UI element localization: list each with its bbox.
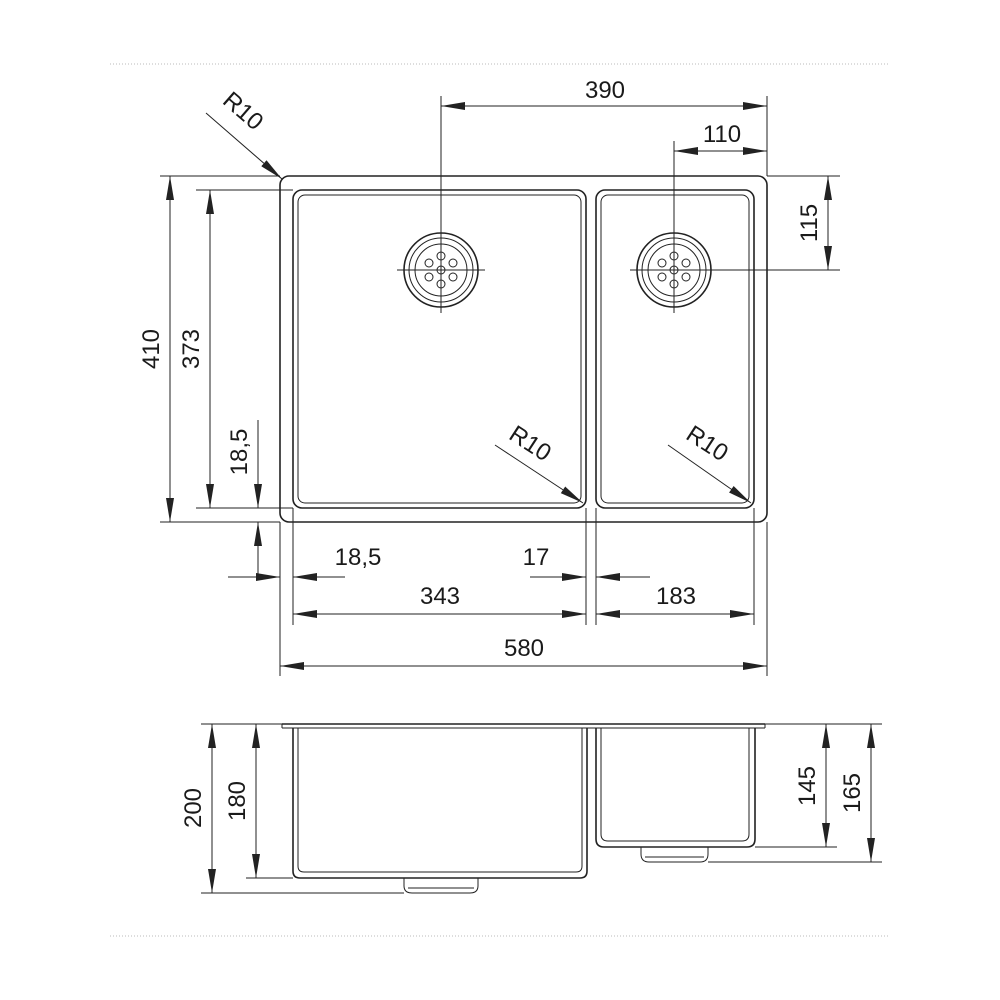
dim-580-label: 580 (504, 635, 544, 662)
small-drain-section (640, 847, 709, 863)
dim-410-label: 410 (138, 329, 165, 369)
dim-180-label: 180 (224, 781, 251, 821)
dim-110-label: 110 (703, 121, 741, 148)
page-border (110, 63, 890, 937)
small-bowl-inner (600, 194, 750, 504)
section-dimension-lines (208, 724, 875, 893)
dim-115-label: 115 (796, 204, 823, 242)
dim-343-label: 343 (420, 583, 460, 610)
small-drain-icon (630, 227, 718, 313)
sink-outer-rim (279, 175, 768, 523)
dim-183-label: 183 (656, 583, 696, 610)
main-bowl-radius-label: R10 (504, 420, 556, 467)
dim-18-5-horizontal-label: 18,5 (335, 544, 382, 571)
small-bowl-section (595, 728, 756, 848)
plan-view: 390 110 115 410 373 18,5 18,5 17 343 183… (138, 77, 840, 676)
main-bowl-section (292, 728, 588, 879)
main-drain-section (403, 878, 479, 894)
dim-165-label: 165 (839, 773, 866, 813)
outer-radius-label: R10 (217, 87, 268, 136)
dim-17-label: 17 (523, 544, 550, 571)
main-drain-icon (397, 227, 485, 313)
plan-extension-lines (160, 96, 840, 676)
small-bowl-outer (595, 189, 755, 509)
dim-390-label: 390 (585, 77, 625, 104)
dim-145-label: 145 (794, 766, 821, 806)
dim-373-label: 373 (178, 329, 205, 369)
main-bowl-inner (297, 194, 582, 504)
section-extension-lines (201, 723, 882, 894)
dim-18-5-vertical-label: 18,5 (226, 429, 253, 476)
main-bowl-outer (292, 189, 587, 509)
dim-200-label: 200 (180, 788, 207, 828)
section-view: 200 180 145 165 (180, 723, 882, 894)
plan-dimension-lines (160, 102, 832, 670)
